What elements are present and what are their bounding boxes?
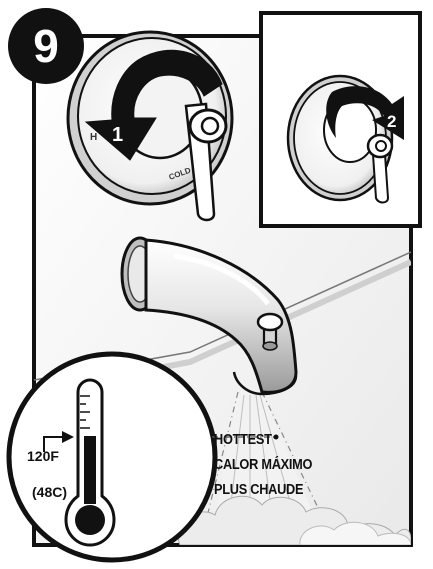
svg-text:H: H	[90, 132, 97, 143]
step-number: 9	[13, 13, 79, 79]
temperature-fahrenheit: 120F	[27, 448, 59, 464]
caution-french: PLUS CHAUDE	[214, 482, 303, 498]
temperature-celsius: (48C)	[32, 484, 67, 500]
rotation-step-2-label: 2	[387, 112, 396, 132]
caution-english: HOTTEST	[214, 432, 272, 448]
caution-spanish: CALOR MÁXIMO	[214, 457, 312, 473]
rotation-step-1-label: 1	[112, 124, 123, 147]
